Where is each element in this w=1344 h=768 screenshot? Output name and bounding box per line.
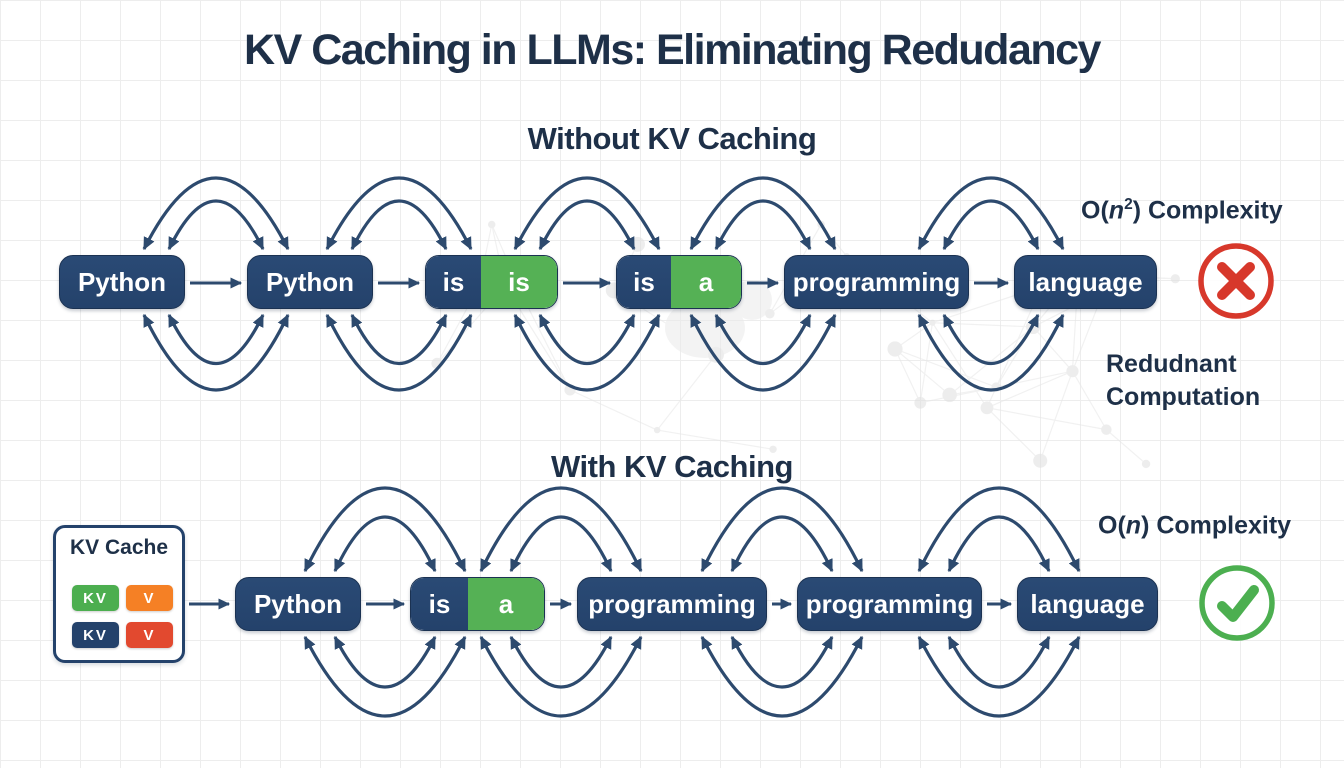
complexity-variable: n xyxy=(1125,511,1142,540)
token-label: Python xyxy=(77,266,167,297)
kv-chip-green: KV xyxy=(72,585,119,611)
diagram-title: KV Caching in LLMs: Eliminating Redudanc… xyxy=(244,26,1101,74)
token-box-language: language xyxy=(1014,255,1157,309)
token-label-right: is xyxy=(481,256,557,308)
error-cross-icon xyxy=(1198,243,1274,319)
token-label-left: is xyxy=(411,578,468,630)
note-line: Computation xyxy=(1106,383,1261,411)
kv-cache-title: KV Cache xyxy=(69,536,169,559)
complexity-variable: n xyxy=(1108,196,1125,225)
redundant-computation-note: Redudnant Computation xyxy=(1106,348,1260,414)
kv-chip-navy: KV xyxy=(72,622,119,648)
complexity-suffix: ) Complexity xyxy=(1141,511,1292,540)
section-heading-without: Without KV Caching xyxy=(527,121,817,156)
token-label-right: a xyxy=(468,578,544,630)
v-chip-red: V xyxy=(126,622,173,648)
token-box-language: language xyxy=(1017,577,1158,631)
token-box-python-1: Python xyxy=(59,255,185,309)
token-box-is-is: is is xyxy=(425,255,558,309)
success-check-icon xyxy=(1199,565,1275,641)
token-label: programming xyxy=(805,588,974,619)
token-label: language xyxy=(1028,266,1143,297)
token-label-right: a xyxy=(671,256,741,308)
v-chip-orange: V xyxy=(126,585,173,611)
complexity-prefix: O( xyxy=(1081,196,1109,225)
complexity-label-without: O(n2) Complexity xyxy=(1081,196,1283,225)
complexity-superscript: 2 xyxy=(1124,196,1133,213)
token-box-programming-2: programming xyxy=(797,577,982,631)
complexity-label-with: O(n) Complexity xyxy=(1098,511,1291,540)
token-box-python-2: Python xyxy=(247,255,373,309)
token-label: programming xyxy=(588,588,756,619)
token-label-left: is xyxy=(617,256,671,308)
token-label: language xyxy=(1030,588,1145,619)
token-label: Python xyxy=(253,588,343,619)
token-box-programming: programming xyxy=(784,255,969,309)
token-label: programming xyxy=(792,266,961,297)
complexity-prefix: O( xyxy=(1098,511,1126,540)
token-box-is-a: is a xyxy=(410,577,545,631)
token-box-is-a: is a xyxy=(616,255,742,309)
note-line: Redudnant xyxy=(1106,350,1237,378)
token-box-programming-1: programming xyxy=(577,577,767,631)
sequence-arrows xyxy=(189,277,1013,610)
token-label: Python xyxy=(265,266,355,297)
complexity-suffix: ) Complexity xyxy=(1132,196,1283,225)
token-box-python: Python xyxy=(235,577,361,631)
section-heading-with: With KV Caching xyxy=(551,449,793,484)
kv-cache-box: KV Cache KV V KV V xyxy=(53,525,185,663)
token-label-left: is xyxy=(426,256,481,308)
